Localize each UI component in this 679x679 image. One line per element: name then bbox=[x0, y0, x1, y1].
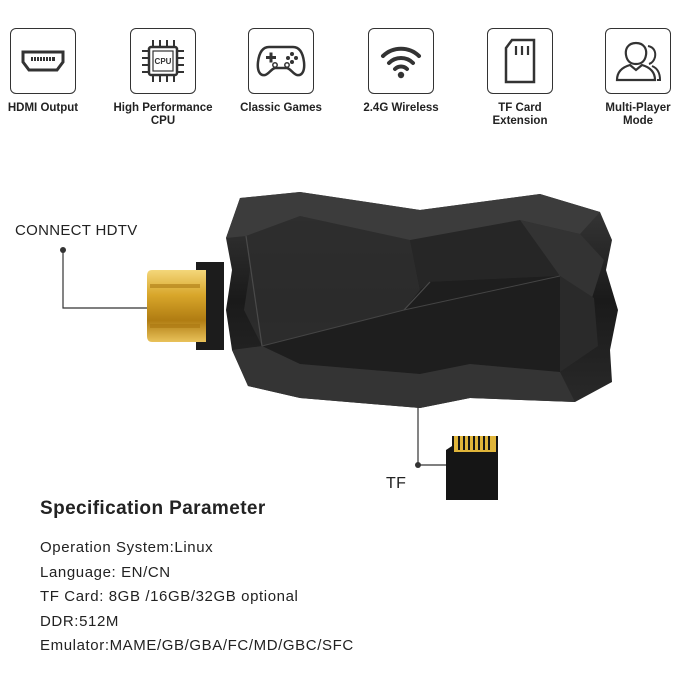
hdmi-port-icon bbox=[10, 28, 76, 94]
micro-sd-card bbox=[446, 436, 498, 500]
feature-label: Classic Games bbox=[240, 102, 322, 114]
tf-callout-dot bbox=[415, 462, 421, 468]
feature-label: Multi-Player Mode bbox=[605, 102, 671, 127]
tf-callout-line bbox=[417, 405, 448, 466]
hdmi-connector bbox=[147, 270, 206, 342]
spec-title: Specification Parameter bbox=[40, 498, 266, 519]
spec-line-language: Language: EN/CN bbox=[40, 563, 171, 581]
feature-multi-player: Multi-Player Mode bbox=[578, 28, 679, 128]
cpu-chip-text: CPU bbox=[155, 57, 172, 66]
wifi-icon bbox=[368, 28, 434, 94]
feature-row: HDMI Output CPU High Performance bbox=[0, 0, 679, 140]
feature-cpu: CPU High Performance CPU bbox=[103, 28, 223, 128]
feature-hdmi-output: HDMI Output bbox=[0, 28, 103, 115]
feature-label: High Performance CPU bbox=[113, 102, 213, 127]
tf-label: TF bbox=[386, 475, 407, 492]
users-icon bbox=[605, 28, 671, 94]
feature-wireless: 2.4G Wireless bbox=[341, 28, 461, 115]
feature-classic-games: Classic Games bbox=[221, 28, 341, 115]
game-stick-image bbox=[60, 192, 618, 500]
sd-card-icon bbox=[487, 28, 553, 94]
spec-line-emulator: Emulator:MAME/GB/GBA/FC/MD/GBC/SFC bbox=[40, 637, 354, 654]
spec-line-tf-card: TF Card: 8GB /16GB/32GB optional bbox=[40, 588, 299, 605]
connect-callout-line bbox=[62, 250, 147, 309]
feature-label: HDMI Output bbox=[7, 102, 79, 114]
feature-tf-card: TF Card Extension bbox=[460, 28, 580, 128]
gamepad-icon bbox=[248, 28, 314, 94]
feature-label: TF Card Extension bbox=[492, 102, 548, 127]
spec-line-ddr: DDR:512M bbox=[40, 612, 119, 630]
connect-hdtv-label: CONNECT HDTV bbox=[15, 222, 138, 239]
cpu-chip-icon: CPU bbox=[130, 28, 196, 94]
feature-label: 2.4G Wireless bbox=[363, 102, 439, 114]
product-illustration: CONNECT HDTV TF bbox=[0, 150, 679, 510]
specification-section: Specification Parameter Operation System… bbox=[40, 498, 660, 659]
spec-line-os: Operation System:Linux bbox=[40, 539, 214, 556]
connect-callout-dot bbox=[60, 247, 66, 253]
